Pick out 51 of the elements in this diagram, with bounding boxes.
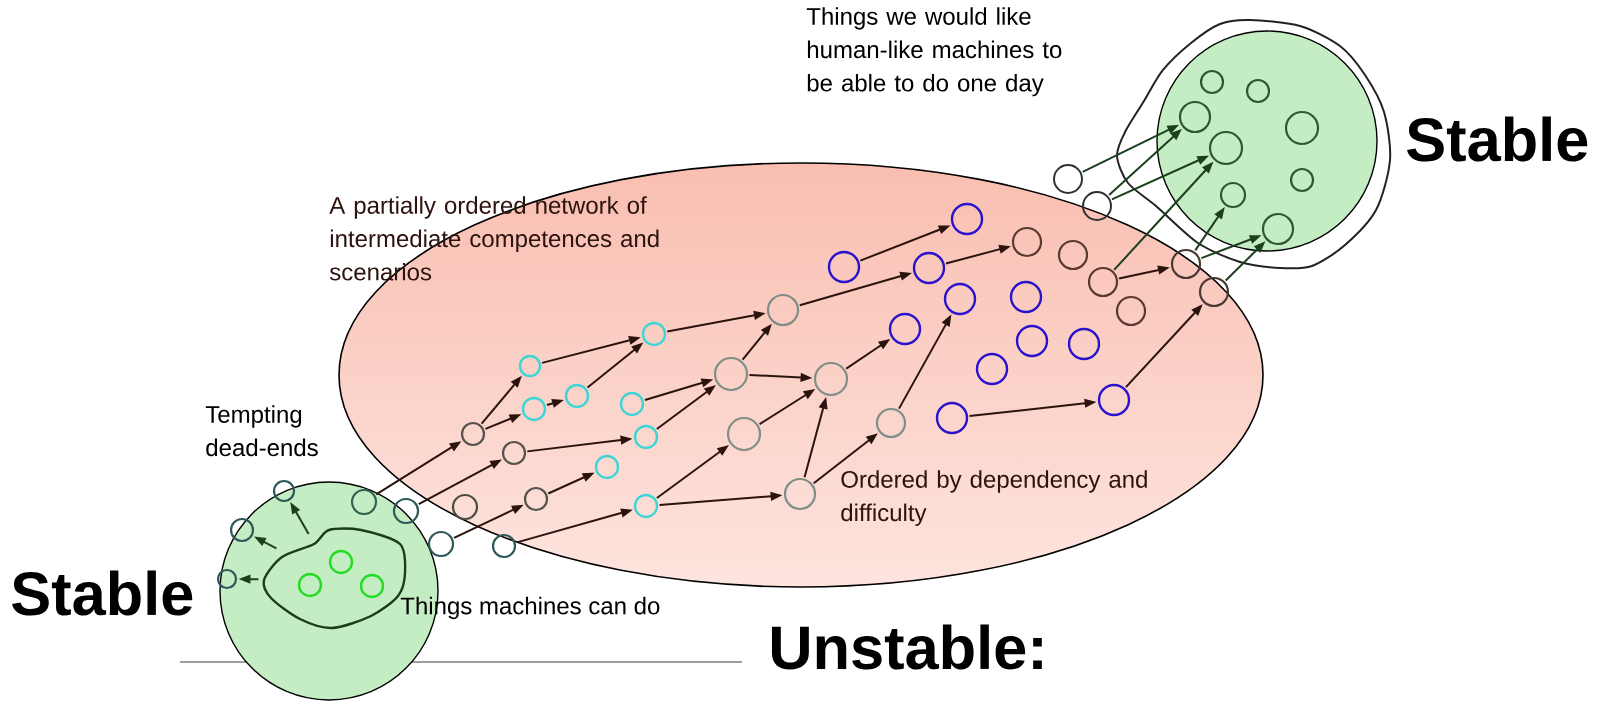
state-circle [1087, 266, 1119, 298]
state-circle [912, 251, 946, 285]
annotation-text: Ordered by dependency and difficulty [841, 470, 1147, 526]
state-circle [713, 356, 749, 392]
heading-text: Stable [1407, 116, 1588, 162]
annotation-text: Tempting dead-ends [205, 405, 318, 457]
state-circle [1009, 280, 1043, 314]
state-circle [783, 477, 817, 511]
state-circle [766, 293, 800, 327]
state-circle [518, 354, 542, 378]
state-circle [1208, 130, 1244, 166]
state-circle [359, 573, 385, 599]
state-circle [619, 391, 645, 417]
state-circle [328, 549, 354, 575]
state-circle [1015, 324, 1049, 358]
state-circle [1057, 239, 1089, 271]
state-circle [594, 454, 620, 480]
state-circle [1097, 383, 1131, 417]
state-circle [521, 396, 547, 422]
state-circle [501, 440, 527, 466]
state-circle [888, 312, 922, 346]
state-circle [1245, 78, 1271, 104]
state-circle [633, 424, 659, 450]
state-circle [564, 383, 590, 409]
state-circle [1261, 212, 1295, 246]
state-circle [1219, 181, 1247, 209]
state-circle [1178, 100, 1212, 134]
state-circle [875, 407, 907, 439]
heading-text: Unstable: [771, 624, 1042, 670]
state-circle [813, 361, 849, 397]
heading-text: Stable [12, 570, 193, 616]
state-circle [1067, 327, 1101, 361]
state-circle [726, 416, 762, 452]
state-circle [975, 352, 1009, 386]
state-circle [1011, 226, 1043, 258]
state-circle [950, 202, 984, 236]
state-circle [633, 493, 659, 519]
state-circle [1289, 167, 1315, 193]
state-circle [1284, 110, 1320, 146]
state-circle [460, 421, 486, 447]
state-circle [827, 250, 861, 284]
state-circle [1199, 69, 1225, 95]
state-circle [350, 488, 378, 516]
state-circle [523, 486, 549, 512]
region-label: Things we would like human-like machines to be able to do one day [806, 7, 1062, 97]
state-circle [641, 321, 667, 347]
state-circle [1115, 295, 1147, 327]
state-circle [297, 572, 323, 598]
state-circle [272, 479, 296, 503]
state-circle [943, 282, 977, 316]
state-circle [935, 401, 969, 435]
